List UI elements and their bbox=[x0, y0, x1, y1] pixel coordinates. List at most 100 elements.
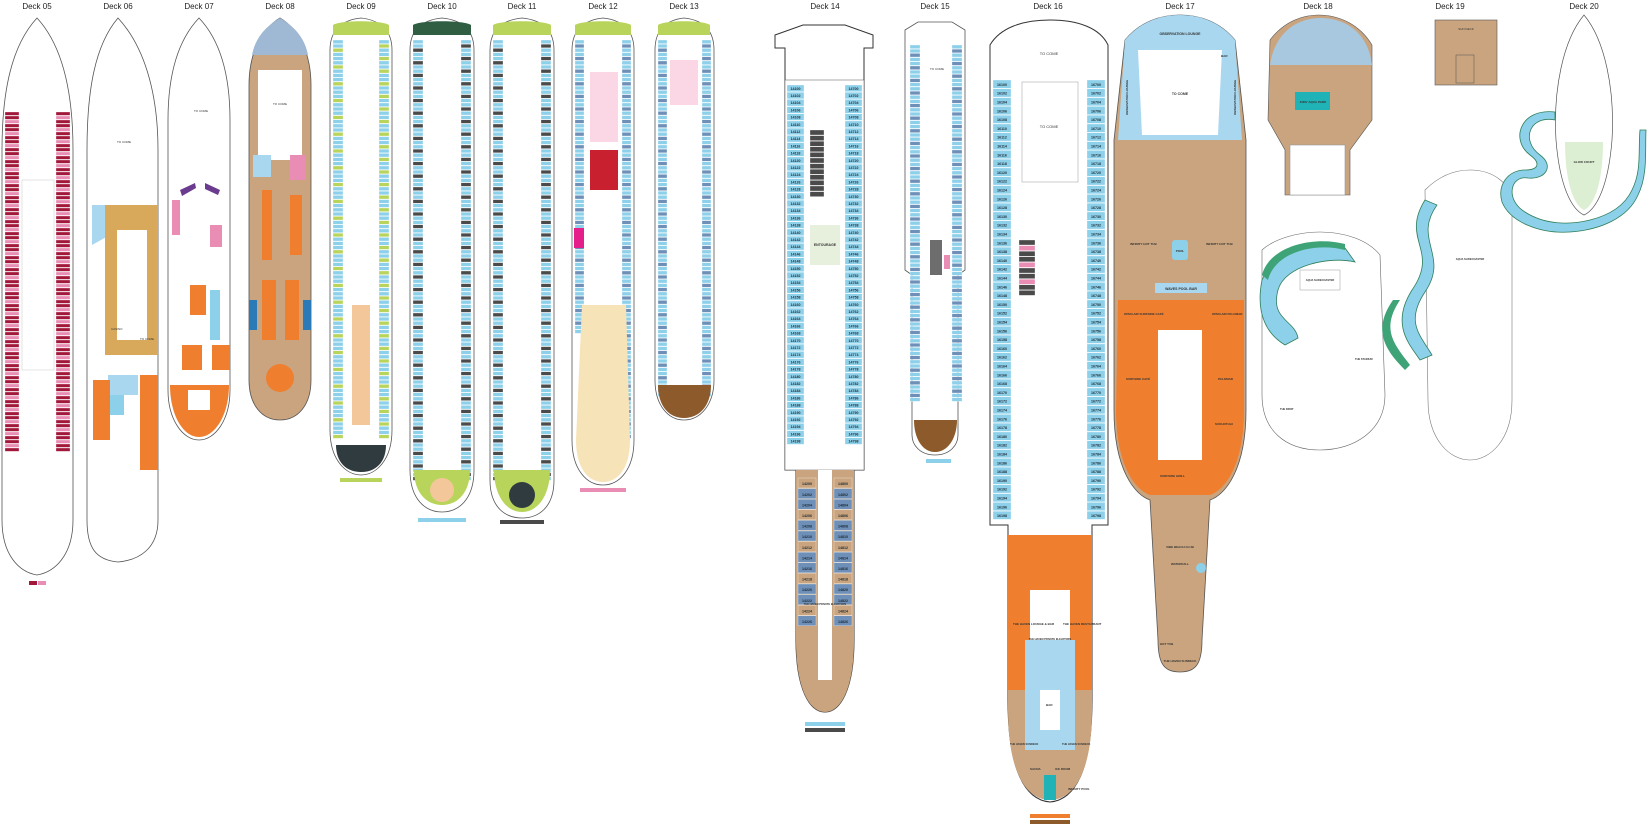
cabin[interactable] bbox=[844, 200, 863, 207]
cabin[interactable] bbox=[378, 409, 390, 414]
cabin[interactable] bbox=[412, 380, 424, 384]
cabin[interactable] bbox=[460, 170, 472, 174]
cabin[interactable] bbox=[332, 220, 344, 225]
cabin[interactable] bbox=[332, 384, 344, 389]
cabin[interactable] bbox=[786, 264, 805, 272]
cabin[interactable] bbox=[378, 73, 390, 78]
cabin[interactable] bbox=[4, 179, 20, 184]
cabin[interactable] bbox=[786, 243, 805, 251]
cabin[interactable] bbox=[332, 312, 344, 317]
cabin[interactable] bbox=[460, 241, 472, 246]
cabin[interactable] bbox=[1086, 352, 1106, 362]
cabin[interactable] bbox=[621, 199, 632, 204]
cabin[interactable] bbox=[492, 161, 504, 166]
cabin[interactable] bbox=[4, 431, 20, 436]
cabin[interactable] bbox=[621, 174, 632, 179]
cabin[interactable] bbox=[621, 56, 632, 61]
cabin[interactable] bbox=[412, 73, 424, 78]
cabin[interactable] bbox=[332, 212, 344, 216]
cabin[interactable] bbox=[332, 170, 344, 174]
cabin[interactable] bbox=[55, 431, 71, 436]
cabin[interactable] bbox=[460, 157, 472, 162]
cabin[interactable] bbox=[412, 241, 424, 246]
cabin[interactable] bbox=[701, 283, 712, 288]
cabin[interactable] bbox=[540, 60, 552, 65]
cabin[interactable] bbox=[701, 178, 712, 183]
cabin[interactable] bbox=[492, 464, 504, 468]
cabin[interactable] bbox=[574, 258, 585, 263]
cabin[interactable] bbox=[378, 56, 390, 61]
cabin[interactable] bbox=[797, 594, 817, 605]
cabin[interactable] bbox=[809, 163, 825, 169]
cabin[interactable] bbox=[701, 296, 712, 300]
cabin[interactable] bbox=[621, 249, 632, 254]
cabin[interactable] bbox=[621, 132, 632, 137]
cabin[interactable] bbox=[540, 291, 552, 296]
cabin[interactable] bbox=[786, 84, 805, 92]
cabin[interactable] bbox=[4, 331, 20, 336]
cabin[interactable] bbox=[540, 388, 552, 393]
cabin[interactable] bbox=[460, 212, 472, 216]
cabin[interactable] bbox=[844, 192, 863, 200]
cabin[interactable] bbox=[909, 86, 921, 91]
cabin[interactable] bbox=[786, 250, 805, 258]
cabin[interactable] bbox=[909, 317, 921, 322]
cabin[interactable] bbox=[378, 329, 390, 334]
cabin[interactable] bbox=[4, 375, 20, 380]
cabin[interactable] bbox=[951, 200, 963, 205]
cabin[interactable] bbox=[786, 106, 805, 114]
cabin[interactable] bbox=[1086, 273, 1106, 282]
cabin[interactable] bbox=[460, 90, 472, 95]
cabin[interactable] bbox=[460, 413, 472, 418]
cabin[interactable] bbox=[540, 81, 552, 86]
cabin[interactable] bbox=[540, 447, 552, 452]
cabin[interactable] bbox=[657, 325, 668, 330]
cabin[interactable] bbox=[657, 270, 668, 275]
cabin[interactable] bbox=[621, 69, 632, 74]
cabin[interactable] bbox=[951, 238, 963, 242]
cabin[interactable] bbox=[332, 333, 344, 338]
cabin[interactable] bbox=[909, 263, 921, 268]
cabin[interactable] bbox=[833, 477, 853, 489]
cabin[interactable] bbox=[378, 354, 390, 359]
cabin[interactable] bbox=[621, 123, 632, 128]
cabin[interactable] bbox=[412, 346, 424, 351]
cabin[interactable] bbox=[1018, 251, 1036, 257]
cabin[interactable] bbox=[460, 434, 472, 439]
cabin[interactable] bbox=[412, 90, 424, 95]
cabin[interactable] bbox=[621, 216, 632, 221]
cabin[interactable] bbox=[412, 39, 424, 44]
cabin[interactable] bbox=[460, 98, 472, 103]
cabin[interactable] bbox=[909, 364, 921, 368]
cabin[interactable] bbox=[701, 86, 712, 90]
cabin[interactable] bbox=[844, 430, 863, 438]
cabin[interactable] bbox=[332, 161, 344, 166]
cabin[interactable] bbox=[951, 107, 963, 112]
cabin[interactable] bbox=[332, 182, 344, 187]
cabin[interactable] bbox=[412, 249, 424, 254]
cabin[interactable] bbox=[460, 245, 472, 250]
cabin[interactable] bbox=[1086, 282, 1106, 291]
cabin[interactable] bbox=[412, 342, 424, 347]
cabin[interactable] bbox=[833, 530, 853, 542]
cabin[interactable] bbox=[412, 195, 424, 200]
cabin[interactable] bbox=[332, 136, 344, 141]
cabin[interactable] bbox=[332, 90, 344, 95]
cabin[interactable] bbox=[909, 233, 921, 238]
cabin[interactable] bbox=[701, 329, 712, 334]
cabin[interactable] bbox=[378, 241, 390, 246]
cabin[interactable] bbox=[378, 245, 390, 250]
cabin[interactable] bbox=[378, 380, 390, 384]
cabin[interactable] bbox=[332, 195, 344, 200]
cabin[interactable] bbox=[378, 52, 390, 57]
cabin[interactable] bbox=[412, 308, 424, 313]
cabin[interactable] bbox=[786, 372, 805, 380]
cabin[interactable] bbox=[4, 167, 20, 172]
cabin[interactable] bbox=[332, 73, 344, 78]
cabin[interactable] bbox=[786, 394, 805, 402]
cabin[interactable] bbox=[574, 220, 585, 225]
cabin[interactable] bbox=[4, 191, 20, 196]
cabin[interactable] bbox=[492, 359, 504, 363]
cabin[interactable] bbox=[574, 123, 585, 128]
cabin[interactable] bbox=[1086, 220, 1106, 230]
